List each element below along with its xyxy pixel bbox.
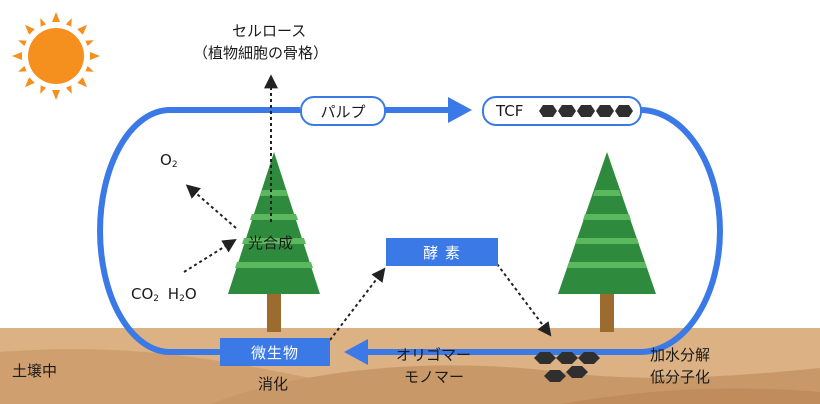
right-tree [558, 152, 656, 332]
cycle-loop [97, 107, 300, 355]
tcf-fiber-chain-icon [539, 105, 634, 117]
tcf-pill: TCF [482, 96, 642, 126]
o2-subscript: 2 [171, 160, 178, 170]
tcf-label: TCF [496, 102, 524, 120]
h2o-symbol-h: H [167, 285, 180, 303]
microbe-label: 微生物 [250, 343, 299, 362]
oligomer-label: オリゴマー [396, 346, 472, 364]
enzyme-label: 酵 素 [423, 243, 461, 262]
pulp-to-tcf-arrow [384, 97, 472, 123]
pulp-pill: パルプ [300, 96, 386, 126]
co2-h2o-label: CO2 H2O [131, 285, 197, 304]
digestion-label: 消化 [258, 375, 289, 393]
arrow-microbe-to-enzyme [329, 267, 386, 341]
cycle-loop-right [600, 107, 723, 355]
h2o-subscript: 2 [179, 294, 185, 304]
hydrolysis-label: 加水分解 [650, 346, 711, 364]
arrow-photosynthesis-to-o2 [185, 184, 237, 229]
photosynthesis-label: 光合成 [248, 234, 294, 252]
o2-symbol: O [160, 151, 172, 169]
arrow-enzyme-to-particles [496, 263, 552, 337]
cellulose-label: セルロース [232, 22, 307, 40]
left-tree [228, 152, 320, 332]
oligomer-arrow [344, 339, 600, 365]
h2o-symbol-o: O [184, 285, 197, 303]
pulp-label: パルプ [320, 102, 366, 121]
soil-ground [0, 328, 820, 404]
o2-label: O2 [160, 151, 178, 170]
low-molecular-label: 低分子化 [650, 368, 711, 386]
arrow-co2-to-photosynthesis [183, 239, 237, 273]
microbe-box: 微生物 [220, 338, 330, 366]
co2-subscript: 2 [153, 294, 160, 304]
enzyme-box: 酵 素 [386, 238, 498, 266]
dotted-arrows [183, 74, 552, 341]
sun-icon [12, 12, 100, 100]
monomer-label: モノマー [404, 368, 465, 386]
cellulose-subtitle: （植物細胞の骨格） [193, 44, 329, 62]
soil-label: 土壌中 [12, 362, 58, 380]
degraded-particles [534, 352, 600, 382]
co2-symbol: CO [131, 285, 154, 303]
